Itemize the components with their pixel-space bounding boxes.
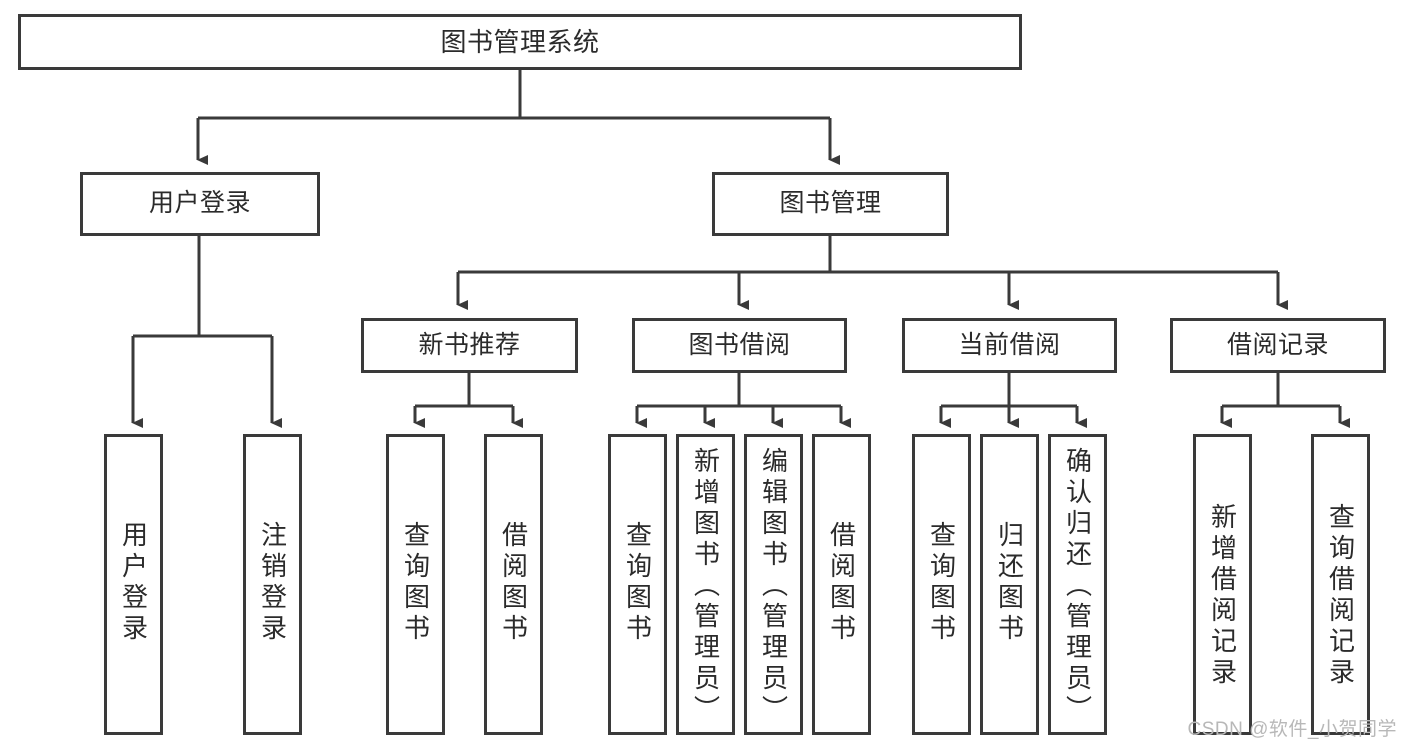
node-label: 查询借阅记录	[1325, 503, 1356, 689]
leaf-query-book-recommend[interactable]: 查询图书	[386, 434, 445, 735]
node-label: 新增图书（管理员）	[690, 447, 721, 726]
node-book-borrow[interactable]: 图书借阅	[632, 318, 847, 373]
node-label: 确认归还（管理员）	[1062, 447, 1093, 726]
node-label: 图书借阅	[688, 330, 791, 359]
leaf-logout[interactable]: 注销登录	[243, 434, 302, 735]
leaf-add-book-admin[interactable]: 新增图书（管理员）	[676, 434, 735, 735]
node-current-borrow[interactable]: 当前借阅	[902, 318, 1117, 373]
node-label: 查询图书	[926, 521, 957, 645]
node-label: 注销登录	[257, 521, 288, 645]
node-new-book-recommend[interactable]: 新书推荐	[361, 318, 578, 373]
node-label: 用户登录	[118, 521, 149, 645]
node-label: 编辑图书（管理员）	[758, 447, 789, 726]
leaf-return-book[interactable]: 归还图书	[980, 434, 1039, 735]
leaf-borrow-book[interactable]: 借阅图书	[812, 434, 871, 735]
node-label: 借阅图书	[826, 521, 857, 645]
leaf-user-login[interactable]: 用户登录	[104, 434, 163, 735]
node-root-system[interactable]: 图书管理系统	[18, 14, 1022, 70]
leaf-confirm-return-admin[interactable]: 确认归还（管理员）	[1048, 434, 1107, 735]
node-label: 新增借阅记录	[1207, 503, 1238, 689]
node-label: 用户登录	[148, 189, 251, 218]
node-label: 借阅图书	[498, 521, 529, 645]
node-label: 图书管理	[779, 189, 882, 218]
node-label: 查询图书	[400, 521, 431, 645]
leaf-query-book-current[interactable]: 查询图书	[912, 434, 971, 735]
leaf-borrow-book-recommend[interactable]: 借阅图书	[484, 434, 543, 735]
leaf-edit-book-admin[interactable]: 编辑图书（管理员）	[744, 434, 803, 735]
node-label: 当前借阅	[958, 330, 1061, 359]
node-label: 图书管理系统	[440, 26, 600, 57]
node-user-login[interactable]: 用户登录	[80, 172, 320, 236]
node-label: 归还图书	[994, 521, 1025, 645]
node-label: 新书推荐	[418, 330, 521, 359]
leaf-query-borrow-record[interactable]: 查询借阅记录	[1311, 434, 1370, 735]
leaf-query-book-borrow[interactable]: 查询图书	[608, 434, 667, 735]
node-label: 借阅记录	[1226, 330, 1329, 359]
node-label: 查询图书	[622, 521, 653, 645]
node-book-management[interactable]: 图书管理	[712, 172, 949, 236]
leaf-add-borrow-record[interactable]: 新增借阅记录	[1193, 434, 1252, 735]
node-borrow-record[interactable]: 借阅记录	[1170, 318, 1386, 373]
